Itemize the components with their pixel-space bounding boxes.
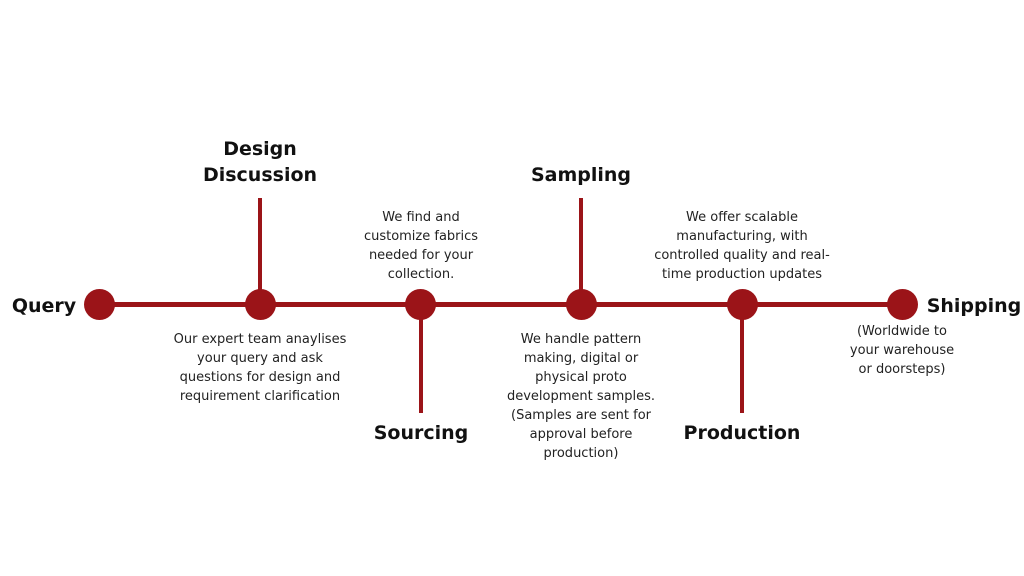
desc-line: (Samples are sent for — [511, 408, 651, 423]
shipping-description: (Worldwide to your warehouse or doorstep… — [832, 322, 972, 379]
desc-line: making, digital or — [523, 351, 639, 366]
desc-line: or doorsteps) — [858, 362, 946, 377]
desc-line: physical proto — [535, 370, 627, 385]
design-description: Our expert team anaylises your query and… — [160, 330, 360, 406]
shipping-title: Shipping — [926, 295, 1022, 317]
shipping-node — [887, 289, 918, 320]
production-title: Production — [683, 422, 801, 444]
design-title: Design Discussion — [180, 136, 340, 188]
sampling-connector — [579, 198, 583, 306]
sourcing-description: We find and customize fabrics needed for… — [341, 208, 501, 284]
design-title-line-1: Design — [223, 138, 297, 160]
desc-line: We find and — [382, 210, 460, 225]
sampling-node — [566, 289, 597, 320]
production-description: We offer scalable manufacturing, with co… — [632, 208, 852, 284]
desc-line: questions for design and — [179, 370, 341, 385]
desc-line: (Worldwide to — [856, 324, 947, 339]
desc-line: We offer scalable — [686, 210, 798, 225]
desc-line: approval before — [529, 427, 633, 442]
design-node — [245, 289, 276, 320]
desc-line: collection. — [387, 267, 455, 282]
query-title: Query — [11, 295, 77, 317]
desc-line: time production updates — [661, 267, 823, 282]
desc-line: requirement clarification — [179, 389, 341, 404]
sampling-description: We handle pattern making, digital or phy… — [481, 330, 681, 463]
sourcing-node — [405, 289, 436, 320]
desc-line: your query and ask — [197, 351, 323, 366]
desc-line: customize fabrics — [363, 229, 479, 244]
production-node — [727, 289, 758, 320]
sourcing-title: Sourcing — [373, 422, 469, 444]
design-connector — [258, 198, 262, 306]
desc-line: manufacturing, with — [676, 229, 808, 244]
desc-line: Our expert team anaylises — [173, 332, 347, 347]
sampling-title: Sampling — [530, 164, 632, 186]
timeline-main-line — [99, 302, 903, 307]
production-connector — [740, 305, 744, 413]
design-title-line-2: Discussion — [202, 164, 318, 186]
query-node — [84, 289, 115, 320]
desc-line: controlled quality and real- — [654, 248, 830, 263]
desc-line: development samples. — [506, 389, 656, 404]
desc-line: We handle pattern — [520, 332, 642, 347]
desc-line: production) — [543, 446, 619, 461]
desc-line: your warehouse — [849, 343, 955, 358]
desc-line: needed for your — [368, 248, 474, 263]
sourcing-connector — [419, 305, 423, 413]
